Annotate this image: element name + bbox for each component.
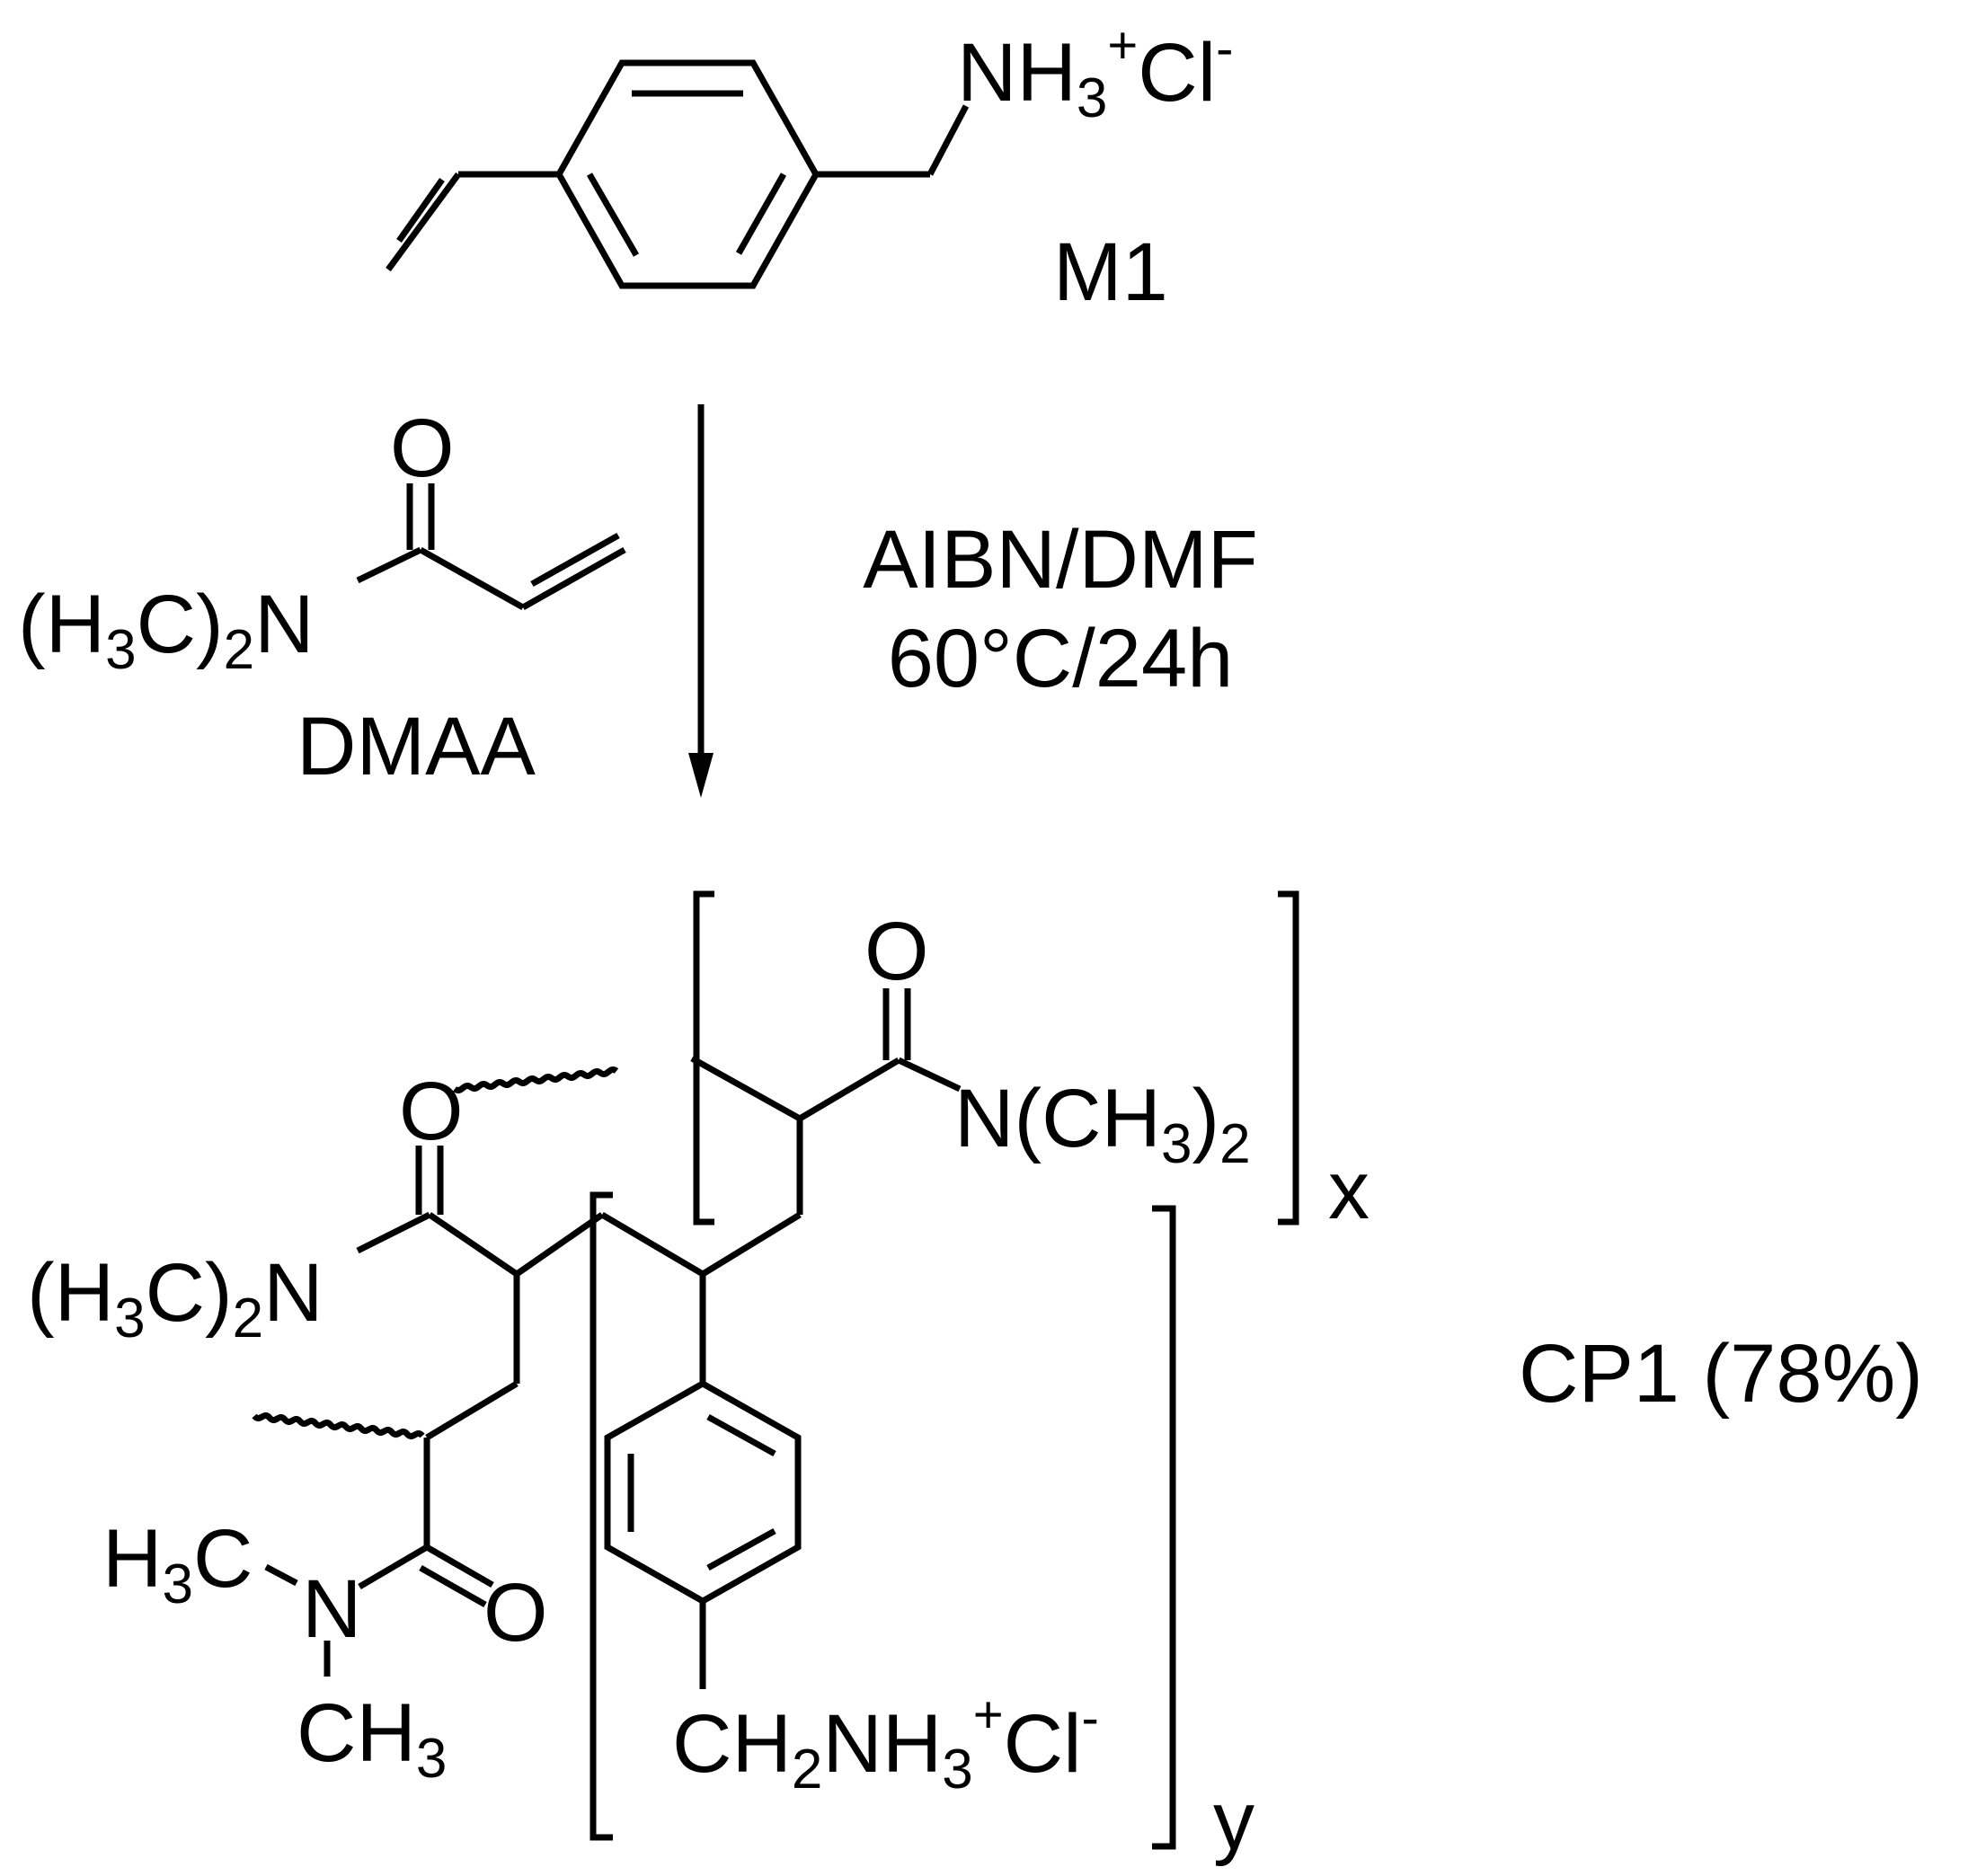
x-unit-carbonyl-oxygen: O (864, 906, 929, 997)
dmaa-carbonyl-oxygen: O (390, 403, 455, 494)
monomer-m1-structure (386, 59, 970, 289)
m1-ammonium-label: NH3+Cl- (957, 16, 1233, 129)
y-unit-aminomethyl-label: CH2NH3+Cl- (672, 1686, 1099, 1801)
reaction-arrow (688, 404, 714, 798)
m1-ring-inner-bond-left (586, 173, 640, 257)
m1-ring-inner-bond-right (735, 173, 787, 255)
y-unit-structure (515, 1211, 802, 1689)
lower-unit-wavy-end (252, 1412, 425, 1439)
lower-unit-methyl-top-label: H3C (102, 1513, 253, 1615)
monomer-m1-name: M1 (1053, 226, 1168, 318)
lower-unit-amide-nitrogen: N (302, 1563, 361, 1655)
repeat-y-left-bracket (590, 1191, 613, 1841)
monomer-dmaa-structure (356, 483, 626, 611)
dmaa-n-c-bond (356, 546, 422, 584)
reaction-reagents: AIBN/DMF (863, 514, 1258, 606)
product-name-yield: CP1 (78%) (1519, 1328, 1923, 1420)
x-unit-structure (452, 988, 962, 1277)
repeat-x-right-bracket (1278, 890, 1299, 1226)
monomer-dmaa-name: DMAA (297, 701, 536, 792)
left-unit-structure (356, 1146, 520, 1441)
dmaa-vinyl-double-inner (530, 532, 620, 588)
y-unit-benzene-ring (604, 1379, 802, 1606)
x-unit-dimethylamide-label: N(CH3)2 (954, 1073, 1251, 1175)
repeat-y-subscript: y (1213, 1775, 1254, 1867)
m1-vinyl-double-outer (386, 172, 461, 272)
dmaa-dimethylamino-label: (H3C)2N (18, 579, 315, 681)
dmaa-c-vinyl-bond (419, 546, 525, 611)
m1-ch2-n-bond (926, 104, 970, 176)
lower-unit-methyl-bottom-label: CH3 (297, 1687, 447, 1790)
m1-vinyl-double-inner (396, 177, 445, 243)
lower-unit-structure (252, 1412, 494, 1677)
repeat-x-subscript: x (1328, 1145, 1370, 1236)
lower-unit-carbonyl-oxygen: O (483, 1567, 548, 1659)
x-unit-wavy-end (452, 1066, 619, 1093)
dmaa-vinyl-double-outer (521, 546, 626, 611)
repeat-y-right-bracket (1152, 1205, 1176, 1850)
reaction-conditions: 60°C/24h (888, 613, 1234, 704)
left-unit-dimethylamino-label: (H3C)2N (27, 1247, 324, 1349)
repeat-x-left-bracket (693, 890, 714, 1226)
left-unit-carbonyl-oxygen: O (399, 1066, 464, 1157)
